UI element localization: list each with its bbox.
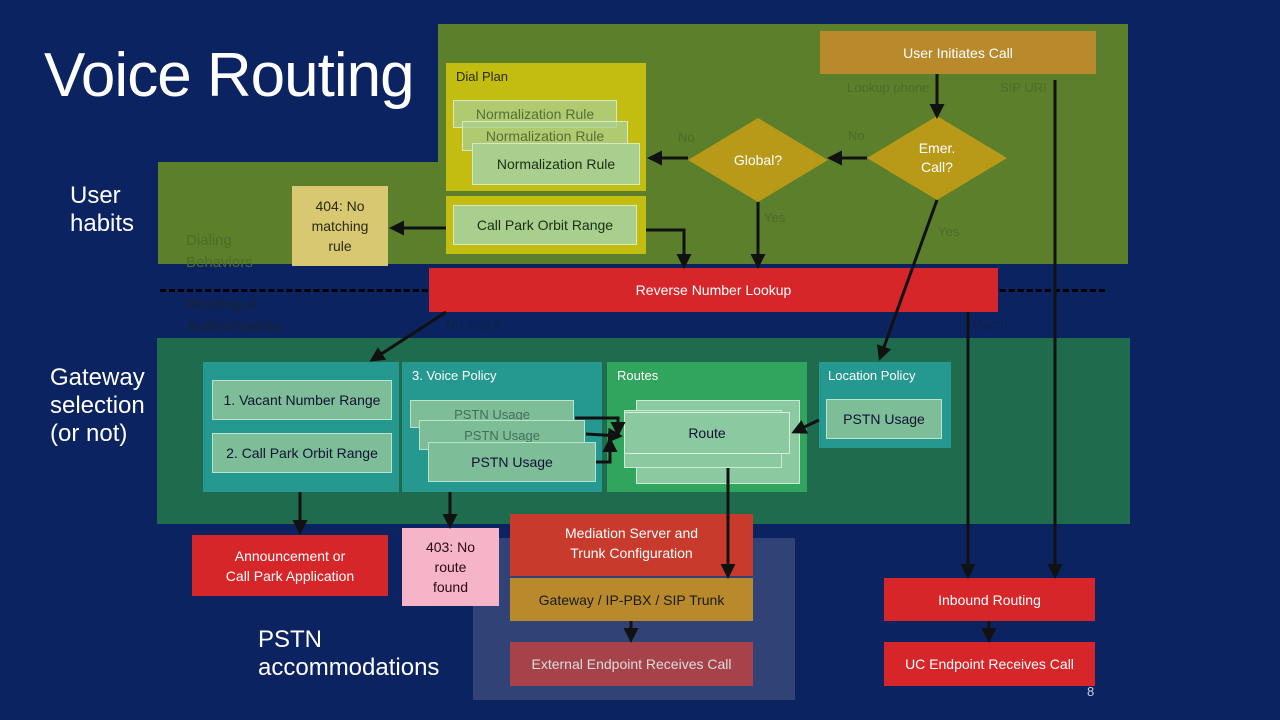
routes-title: Routes [617, 368, 659, 383]
global-label: Global? [733, 152, 783, 168]
user-habits-label: User habits [70, 182, 135, 237]
pstn-accommodations-label: PSTN accommodations [258, 626, 440, 681]
slide-title: Voice Routing [44, 41, 415, 110]
arrow-lookup-to-vacant [369, 310, 447, 362]
slide-number: 8 [1087, 684, 1095, 699]
vacant-number-range: 1. Vacant Number Range [212, 380, 392, 420]
uc-endpoint-node: UC Endpoint Receives Call [884, 642, 1095, 686]
voice-policy-title: 3. Voice Policy [412, 368, 497, 383]
arrow-usage3-to-route [596, 437, 618, 464]
edge-label-no-match: No match [446, 317, 502, 332]
gateway-selection-label: Gateway selection (or not) [50, 364, 145, 447]
edge-label-no-emer: No [848, 128, 865, 143]
route-node: Route [624, 412, 790, 454]
edge-label-yes-emer: Yes [938, 224, 960, 239]
no-route-found-node: 403: No route found [402, 528, 499, 606]
routing-authorization-label: Routing & Authorization [186, 296, 283, 335]
edge-label-lookup-phone: Lookup phone [847, 80, 930, 95]
pstn-usage: PSTN Usage [428, 442, 596, 482]
arrow-usage2-to-route [585, 427, 623, 443]
arrow-location-to-route [791, 418, 820, 434]
normalization-rule: Normalization Rule [472, 143, 640, 185]
edge-label-yes-global: Yes [764, 210, 786, 225]
arrow-callpark-to-lookup [646, 228, 692, 269]
location-policy-title: Location Policy [828, 368, 916, 383]
global-diamond [688, 118, 828, 202]
call-park-orbit-range-top: Call Park Orbit Range [453, 205, 637, 245]
location-pstn-usage: PSTN Usage [826, 399, 942, 439]
edge-label-match: Match [972, 317, 1008, 332]
dial-plan-title: Dial Plan [456, 69, 509, 84]
call-park-orbit-range-bottom: 2. Call Park Orbit Range [212, 433, 392, 473]
gateway-trunk-node: Gateway / IP-PBX / SIP Trunk [510, 578, 753, 621]
announcement-node: Announcement or Call Park Application [192, 535, 388, 596]
arrow-usage-to-route [575, 416, 626, 437]
no-matching-rule-node: 404: No matching rule [292, 186, 388, 266]
inbound-routing-node: Inbound Routing [884, 578, 1095, 621]
user-initiates-call-node: User Initiates Call [820, 31, 1096, 74]
emer-call-diamond [867, 116, 1007, 200]
mediation-server-node: Mediation Server and Trunk Configuration [510, 514, 753, 576]
edge-label-no-global: No [678, 130, 695, 145]
emer-call-label: Emer. Call? [918, 140, 956, 175]
arrow-emer-to-location [877, 199, 939, 361]
edge-label-sip-uri: SIP URI [1000, 80, 1047, 95]
dialing-behaviors-label: Dialing Behaviors [186, 232, 253, 271]
external-endpoint-node: External Endpoint Receives Call [510, 642, 753, 686]
